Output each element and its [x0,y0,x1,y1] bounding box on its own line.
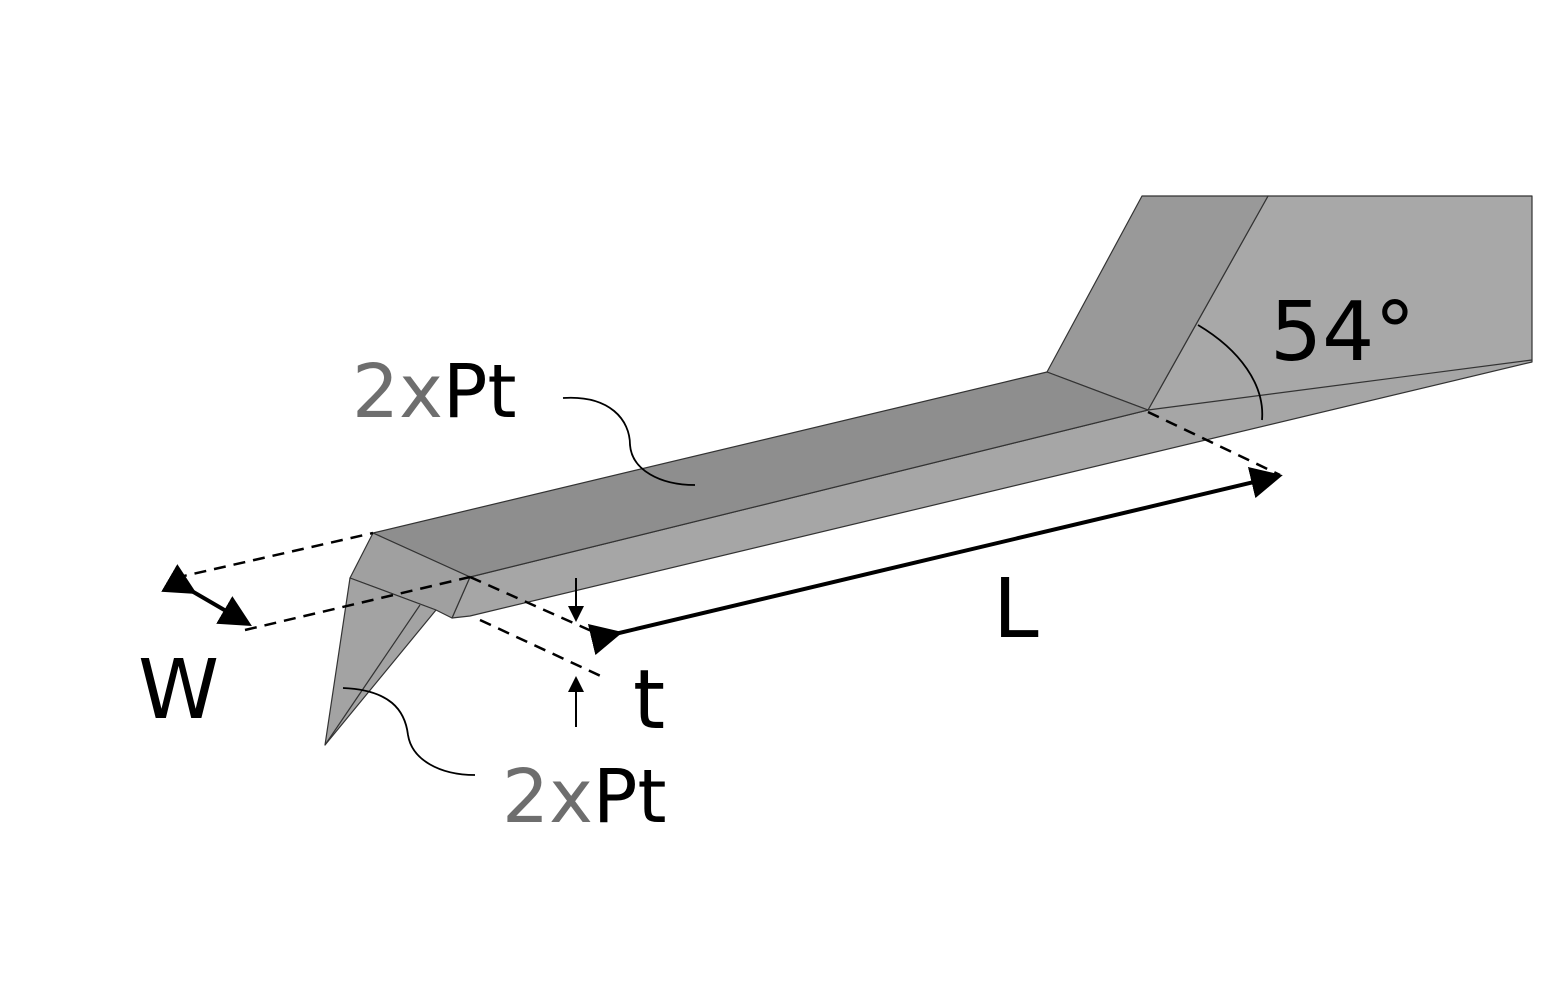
top-coating-label: 2xPt [352,349,517,435]
tip-coating-prefix: 2x [502,754,593,840]
arrows [161,466,1283,727]
top-coating-prefix: 2x [352,349,443,435]
top-coating-leader [562,396,696,486]
angle-arc [1197,324,1264,421]
dimension-lines [174,410,1281,680]
cantilever-body [324,195,1533,746]
width-arrow [161,564,252,627]
beam-end-face [349,532,471,619]
tip-coating-leader [342,687,476,776]
length-label: L [993,562,1039,657]
length-arrow [587,466,1283,656]
width-label: W [138,643,219,738]
leader-curves [342,324,1264,776]
tip-coating-label: 2xPt [502,754,667,840]
thickness-label: t [633,653,665,748]
tip-coating-material: Pt [593,754,667,840]
top-coating-material: Pt [443,349,517,435]
angle-label: 54° [1270,285,1415,380]
